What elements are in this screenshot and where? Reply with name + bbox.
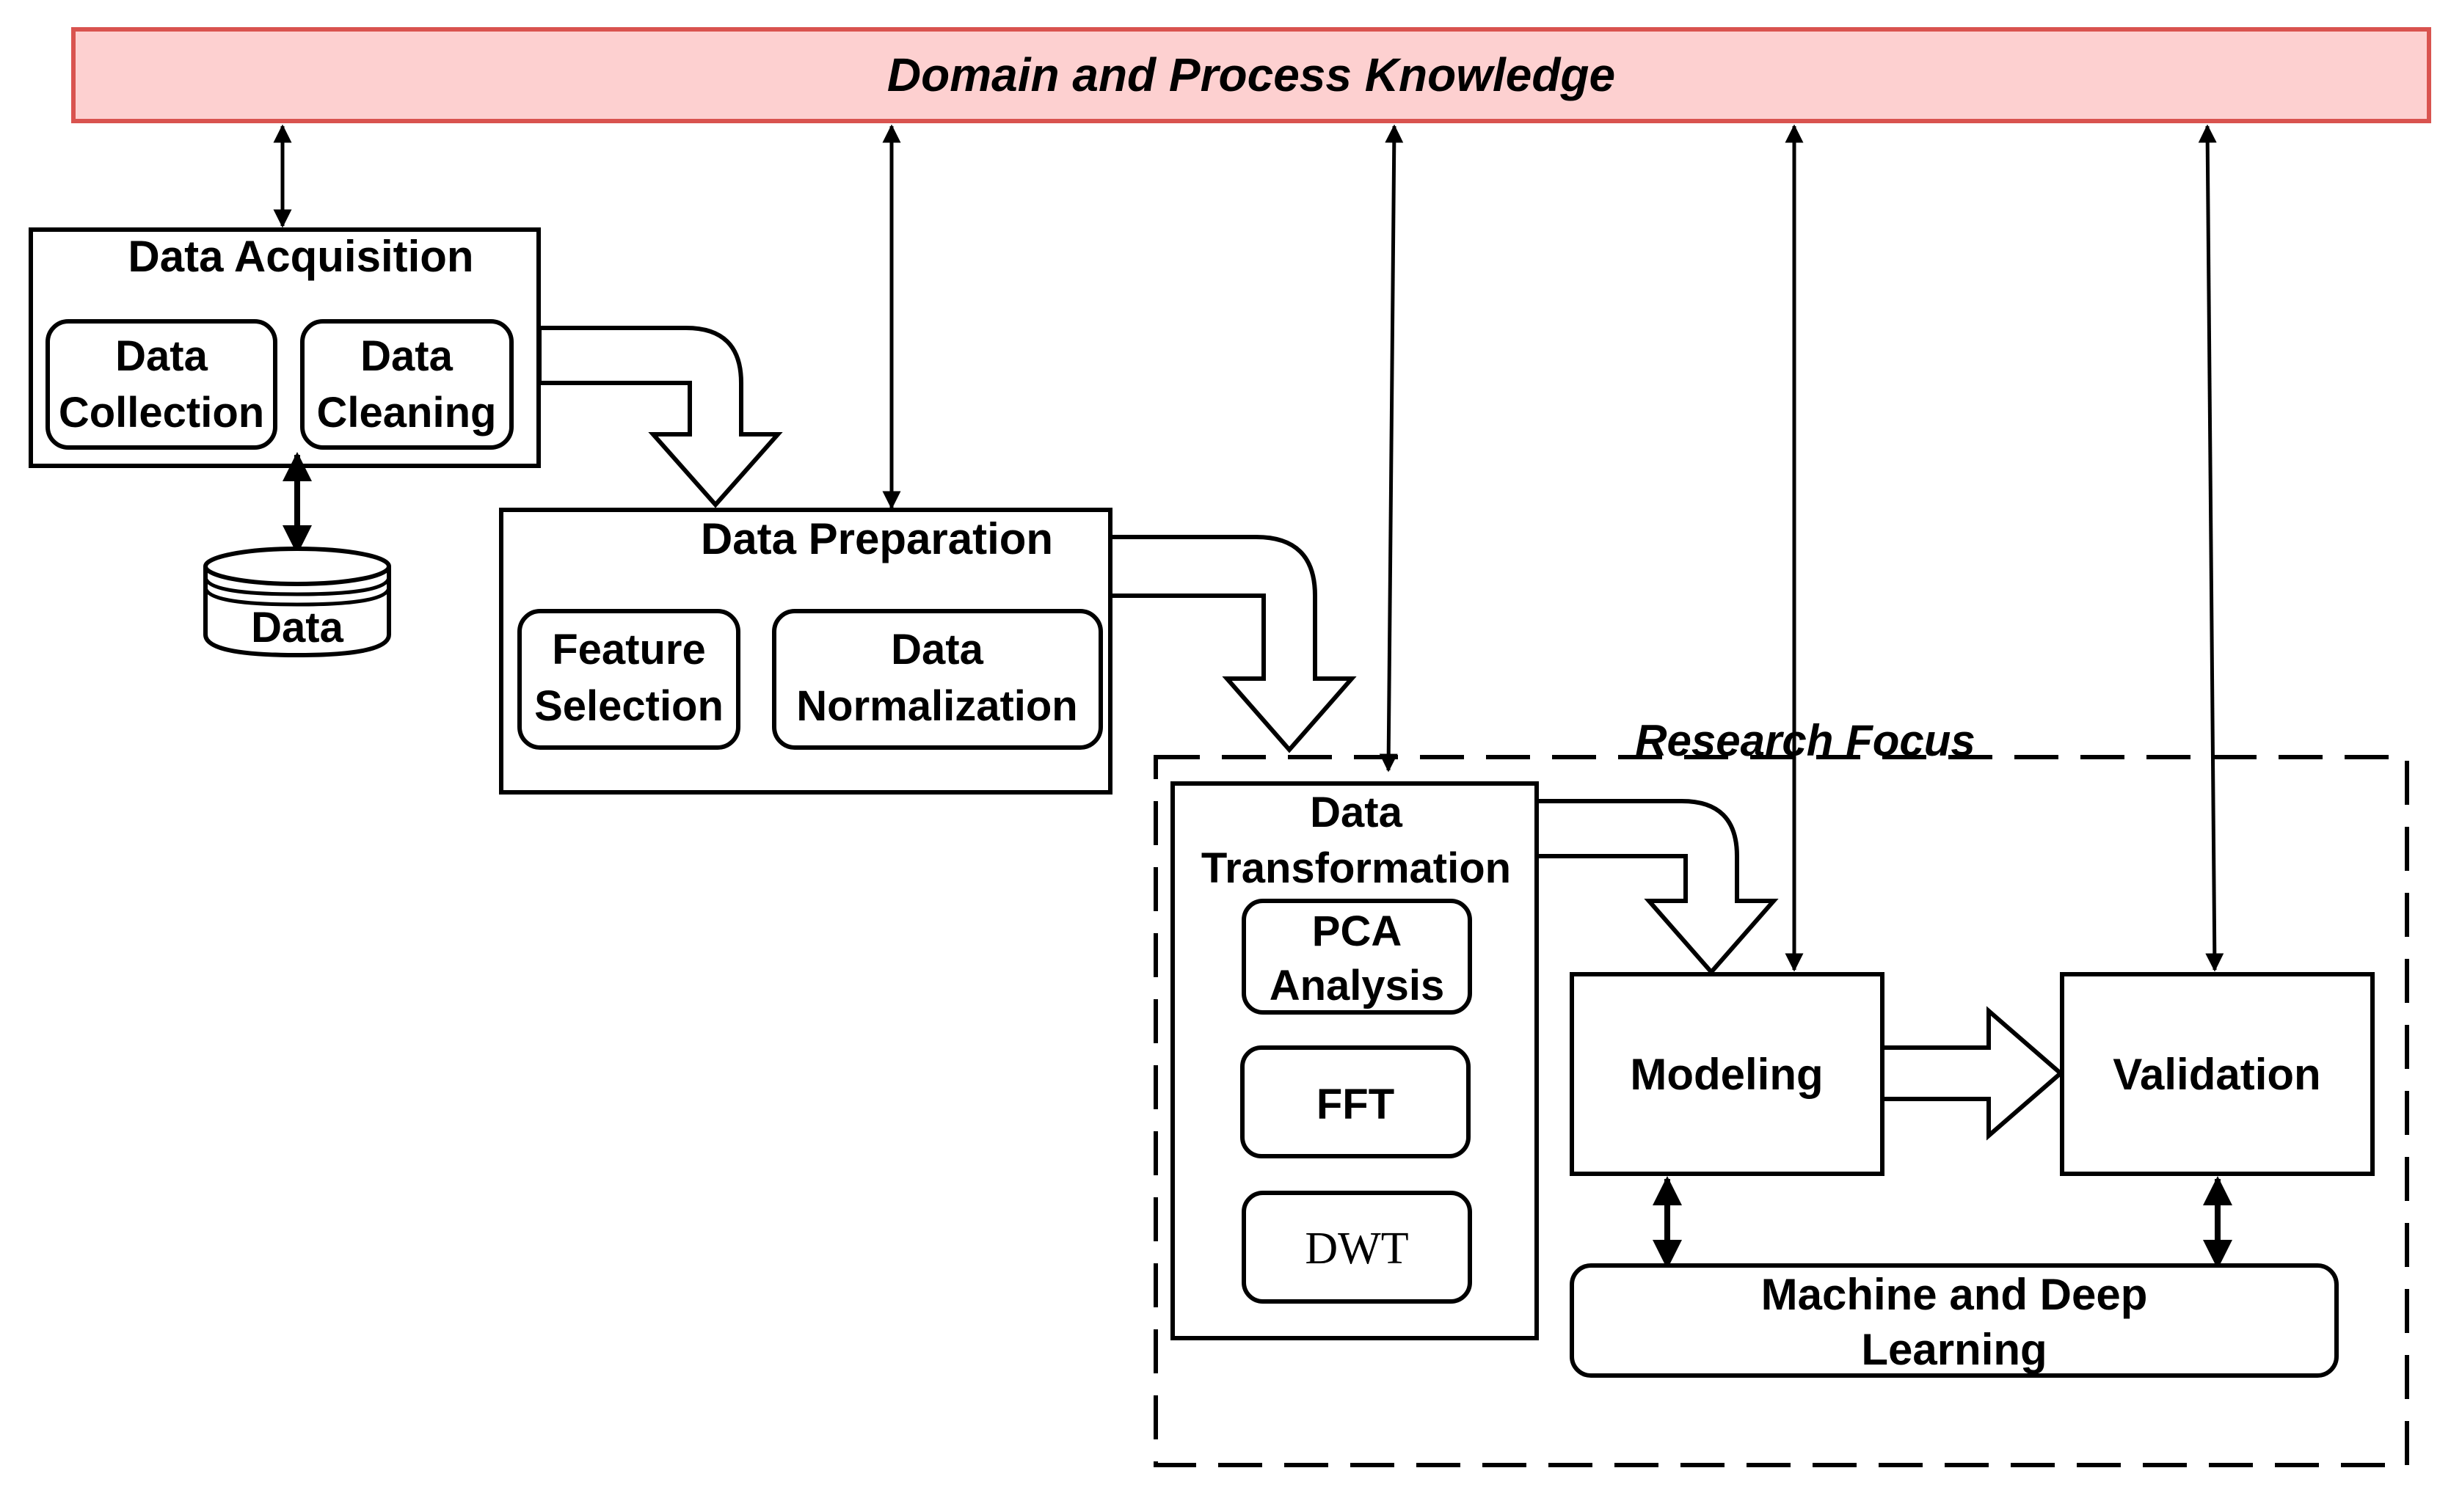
data-acquisition-box: Data Acquisition Data Collection Data Cl… — [29, 227, 541, 468]
feature-selection-line-1: Feature — [552, 626, 706, 673]
data-normalization-box: Data Normalization — [772, 609, 1103, 750]
data-store-cylinder: Data — [203, 547, 391, 658]
data-transformation-title-line-2: Transformation — [1201, 844, 1511, 892]
feature-selection-box: Feature Selection — [517, 609, 740, 750]
machine-deep-learning-line-1: Machine and Deep — [1761, 1270, 2148, 1319]
data-cleaning-line-1: Data — [360, 332, 453, 380]
data-normalization-line-1: Data — [891, 626, 983, 673]
validation-label: Validation — [2113, 1050, 2320, 1099]
flow-arrows — [537, 326, 2064, 1141]
domain-knowledge-label: Domain and Process Knowledge — [887, 48, 1615, 101]
data-collection-line-2: Collection — [59, 389, 264, 437]
data-transformation-title-line-1: Data — [1310, 789, 1402, 836]
dwt-label: DWT — [1305, 1224, 1408, 1274]
data-preparation-title: Data Preparation — [701, 514, 1053, 563]
domain-knowledge-banner: Domain and Process Knowledge — [71, 27, 2431, 123]
pca-analysis-line-1: PCA — [1312, 907, 1402, 955]
data-cleaning-box: Data Cleaning — [300, 319, 514, 450]
flow-arrow-preparation-to-transformation — [1107, 535, 1357, 753]
machine-deep-learning-box: Machine and Deep Learning — [1570, 1263, 2339, 1378]
data-preparation-box: Data Preparation Feature Selection Data … — [499, 508, 1112, 795]
modeling-label: Modeling — [1630, 1050, 1823, 1099]
fft-label: FFT — [1316, 1081, 1394, 1128]
fft-box: FFT — [1240, 1045, 1471, 1158]
machine-deep-learning-line-2: Learning — [1861, 1325, 2047, 1374]
modeling-box: Modeling — [1570, 972, 1884, 1176]
flow-arrow-modeling-to-validation — [1880, 1006, 2064, 1141]
connector-validation — [2198, 124, 2224, 972]
validation-box: Validation — [2060, 972, 2375, 1176]
pca-analysis-line-2: Analysis — [1270, 962, 1445, 1009]
pca-analysis-box: PCA Analysis — [1242, 899, 1472, 1015]
data-collection-box: Data Collection — [45, 319, 277, 450]
research-focus-region: Research Focus — [1154, 716, 2409, 1467]
research-focus-label: Research Focus — [1635, 716, 1975, 765]
flow-arrow-transformation-to-modeling — [1533, 799, 1779, 976]
data-transformation-box: Data Transformation PCA Analysis FFT DWT — [1170, 781, 1539, 1340]
data-cleaning-line-2: Cleaning — [317, 389, 497, 437]
data-acquisition-title: Data Acquisition — [128, 232, 473, 281]
knowledge-connectors — [273, 124, 2224, 972]
flow-arrow-acquisition-to-preparation — [537, 326, 783, 508]
data-collection-line-1: Data — [115, 332, 208, 380]
data-store-label: Data — [251, 604, 343, 651]
feature-selection-line-2: Selection — [534, 682, 724, 730]
connector-transformation — [1379, 124, 1404, 773]
dwt-box: DWT — [1242, 1191, 1472, 1304]
data-normalization-line-2: Normalization — [796, 682, 1078, 730]
